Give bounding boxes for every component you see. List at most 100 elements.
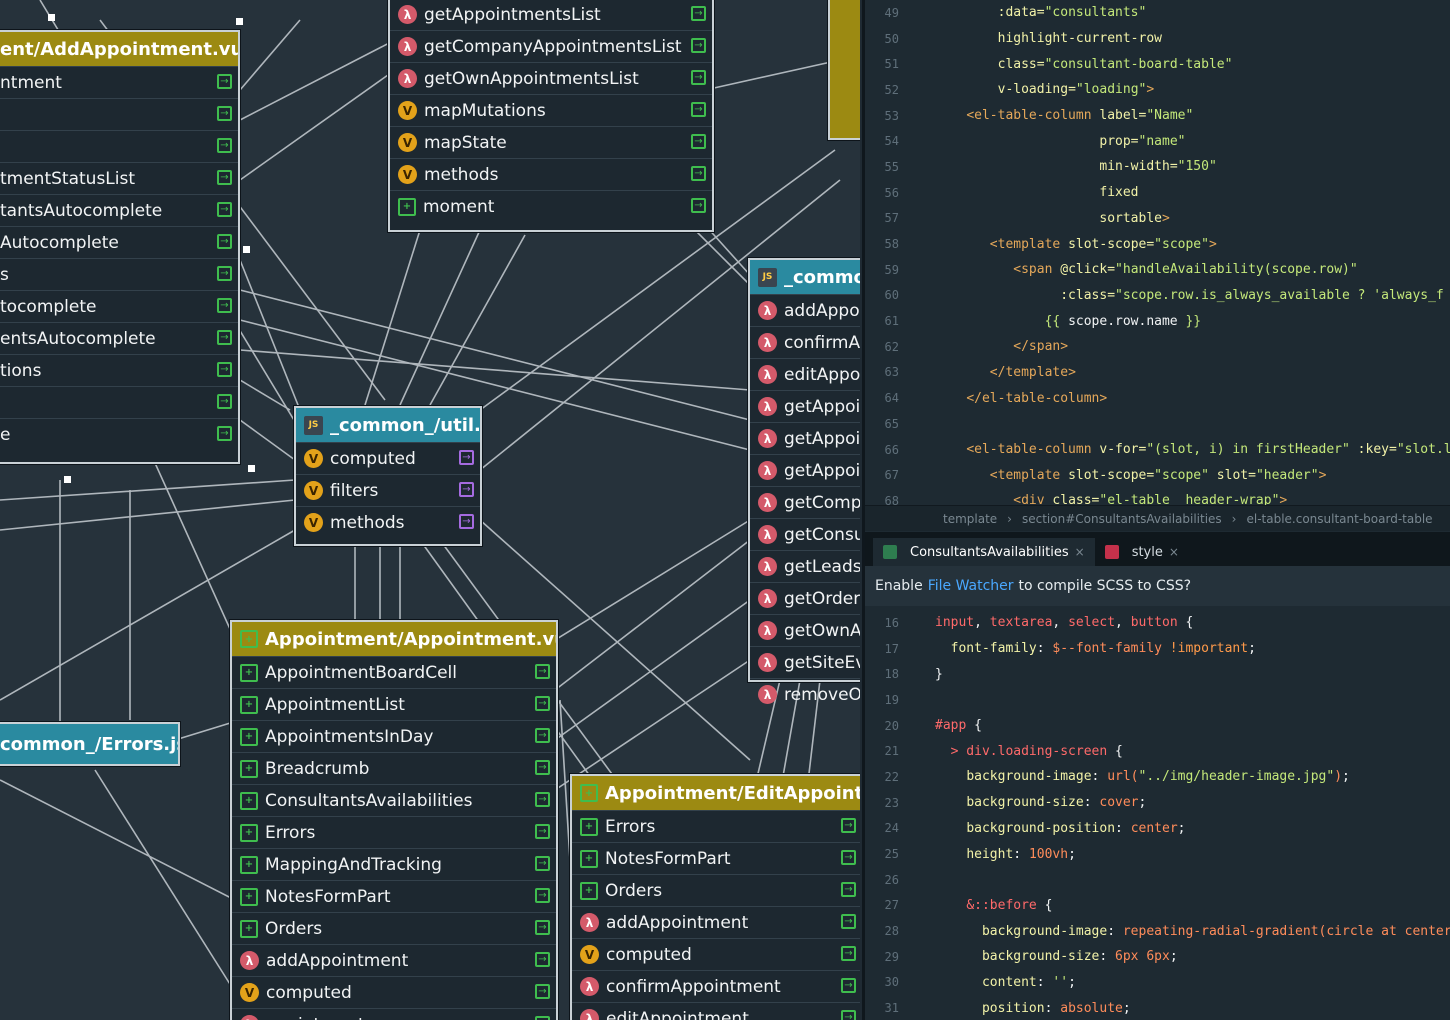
code-line[interactable]: 18} bbox=[865, 661, 1450, 687]
link-arrow-icon[interactable]: → bbox=[217, 362, 232, 377]
code-line[interactable]: 50 highlight-current-row bbox=[865, 26, 1450, 52]
link-arrow-icon[interactable]: → bbox=[217, 138, 232, 153]
code-line[interactable]: 27 &::before { bbox=[865, 893, 1450, 919]
code-line[interactable]: 52 v-loading="loading"> bbox=[865, 77, 1450, 103]
code-line[interactable]: 55 min-width="150" bbox=[865, 154, 1450, 180]
node-member[interactable]: s→ bbox=[0, 258, 238, 290]
code-line[interactable]: 51 class="consultant-board-table" bbox=[865, 51, 1450, 77]
node-member[interactable]: → bbox=[0, 130, 238, 162]
code-line[interactable]: 23 background-size: cover; bbox=[865, 790, 1450, 816]
code-editor[interactable]: 49 :data="consultants"50 highlight-curre… bbox=[862, 0, 1450, 1020]
node-member[interactable]: +Breadcrumb→ bbox=[232, 752, 556, 784]
code-line[interactable]: 61 {{ scope.row.name }} bbox=[865, 308, 1450, 334]
node-member[interactable]: e→ bbox=[0, 418, 238, 450]
link-arrow-icon[interactable]: → bbox=[217, 170, 232, 185]
link-arrow-icon[interactable]: → bbox=[691, 198, 706, 213]
node-member[interactable]: λppointment→ bbox=[232, 1008, 556, 1020]
close-tab-icon[interactable]: × bbox=[1168, 545, 1179, 559]
link-arrow-icon[interactable]: → bbox=[217, 298, 232, 313]
node-member[interactable]: λgetSiteEve bbox=[750, 646, 860, 678]
link-arrow-icon[interactable]: → bbox=[535, 952, 550, 967]
code-line[interactable]: 53 <el-table-column label="Name" bbox=[865, 103, 1450, 129]
partial-node-top-right[interactable] bbox=[828, 0, 860, 140]
code-line[interactable]: 67 <template slot-scope="scope" slot="he… bbox=[865, 462, 1450, 488]
code-line[interactable]: 24 background-position: center; bbox=[865, 816, 1450, 842]
node-member[interactable]: +Orders→ bbox=[232, 912, 556, 944]
code-line[interactable]: 31 position: absolute; bbox=[865, 995, 1450, 1020]
errors-js-node[interactable]: common_/Errors.js bbox=[0, 722, 180, 766]
code-line[interactable]: 28 background-image: repeating-radial-gr… bbox=[865, 918, 1450, 944]
link-arrow-icon[interactable]: → bbox=[535, 1016, 550, 1020]
link-arrow-icon[interactable]: → bbox=[691, 102, 706, 117]
code-line[interactable]: 25 height: 100vh; bbox=[865, 841, 1450, 867]
add-appointment-vue-node[interactable]: ent/AddAppointment.vue ntment→→→tmentSta… bbox=[0, 30, 240, 464]
util-js-node[interactable]: JS_common_/util.js Vcomputed→Vfilters→Vm… bbox=[294, 406, 482, 546]
code-line[interactable]: 64 </el-table-column> bbox=[865, 385, 1450, 411]
node-member[interactable]: λgetConsul bbox=[750, 518, 860, 550]
appointment-vue-node[interactable]: +Appointment/Appointment.vue +Appointmen… bbox=[230, 620, 558, 1020]
code-line[interactable]: 29 background-size: 6px 6px; bbox=[865, 944, 1450, 970]
link-arrow-icon[interactable]: → bbox=[217, 74, 232, 89]
node-member[interactable]: +Errors→ bbox=[572, 810, 860, 842]
node-member[interactable]: tions→ bbox=[0, 354, 238, 386]
node-member[interactable]: Autocomplete→ bbox=[0, 226, 238, 258]
edit-appointment-vue-node[interactable]: +Appointment/EditAppointment.vue +Errors… bbox=[570, 774, 860, 1020]
node-member[interactable]: tmentStatusList→ bbox=[0, 162, 238, 194]
link-arrow-icon[interactable]: → bbox=[535, 824, 550, 839]
link-arrow-icon[interactable]: → bbox=[217, 426, 232, 441]
link-arrow-icon[interactable]: → bbox=[841, 818, 856, 833]
code-line[interactable]: 68 <div class="el-table__header-wrap"> bbox=[865, 488, 1450, 514]
code-line[interactable]: 59 <span @click="handleAvailability(scop… bbox=[865, 257, 1450, 283]
link-arrow-icon[interactable]: → bbox=[535, 984, 550, 999]
code-line[interactable]: 62 </span> bbox=[865, 334, 1450, 360]
editor-tab[interactable]: ConsultantsAvailabilities× bbox=[873, 538, 1095, 566]
code-line[interactable]: 21 > div.loading-screen { bbox=[865, 738, 1450, 764]
link-arrow-icon[interactable]: → bbox=[535, 664, 550, 679]
node-member[interactable]: +Orders→ bbox=[572, 874, 860, 906]
code-line[interactable]: 63 </template> bbox=[865, 360, 1450, 386]
close-tab-icon[interactable]: × bbox=[1074, 545, 1085, 559]
code-line[interactable]: 17 font-family: $--font-family !importan… bbox=[865, 636, 1450, 662]
node-member[interactable]: +MappingAndTracking→ bbox=[232, 848, 556, 880]
link-arrow-icon[interactable]: → bbox=[535, 792, 550, 807]
link-arrow-icon[interactable]: → bbox=[841, 850, 856, 865]
node-member[interactable]: tocomplete→ bbox=[0, 290, 238, 322]
node-member[interactable]: → bbox=[0, 386, 238, 418]
node-member[interactable]: λgetLeadsA bbox=[750, 550, 860, 582]
link-arrow-icon[interactable]: → bbox=[217, 394, 232, 409]
link-arrow-icon[interactable]: → bbox=[535, 856, 550, 871]
node-member[interactable]: → bbox=[0, 98, 238, 130]
link-arrow-icon[interactable]: → bbox=[217, 106, 232, 121]
node-member[interactable]: +NotesFormPart→ bbox=[232, 880, 556, 912]
node-member[interactable]: entsAutocomplete→ bbox=[0, 322, 238, 354]
common-api-node[interactable]: JS_common λaddAppoiλconfirmApλeditAppoiλ… bbox=[748, 258, 860, 705]
node-member[interactable]: +moment→ bbox=[390, 190, 712, 222]
code-line[interactable]: 20#app { bbox=[865, 713, 1450, 739]
node-member[interactable]: tantsAutocomplete→ bbox=[0, 194, 238, 226]
node-member[interactable]: λremoveOr bbox=[750, 678, 860, 710]
link-arrow-icon[interactable]: → bbox=[691, 166, 706, 181]
code-line[interactable]: 19 bbox=[865, 687, 1450, 713]
link-arrow-icon[interactable]: → bbox=[691, 134, 706, 149]
link-arrow-icon[interactable]: → bbox=[691, 6, 706, 21]
code-line[interactable]: 65 bbox=[865, 411, 1450, 437]
breadcrumb-item[interactable]: template bbox=[943, 511, 998, 526]
link-arrow-icon[interactable]: → bbox=[459, 450, 474, 465]
link-arrow-icon[interactable]: → bbox=[841, 978, 856, 993]
code-line[interactable]: 56 fixed bbox=[865, 180, 1450, 206]
